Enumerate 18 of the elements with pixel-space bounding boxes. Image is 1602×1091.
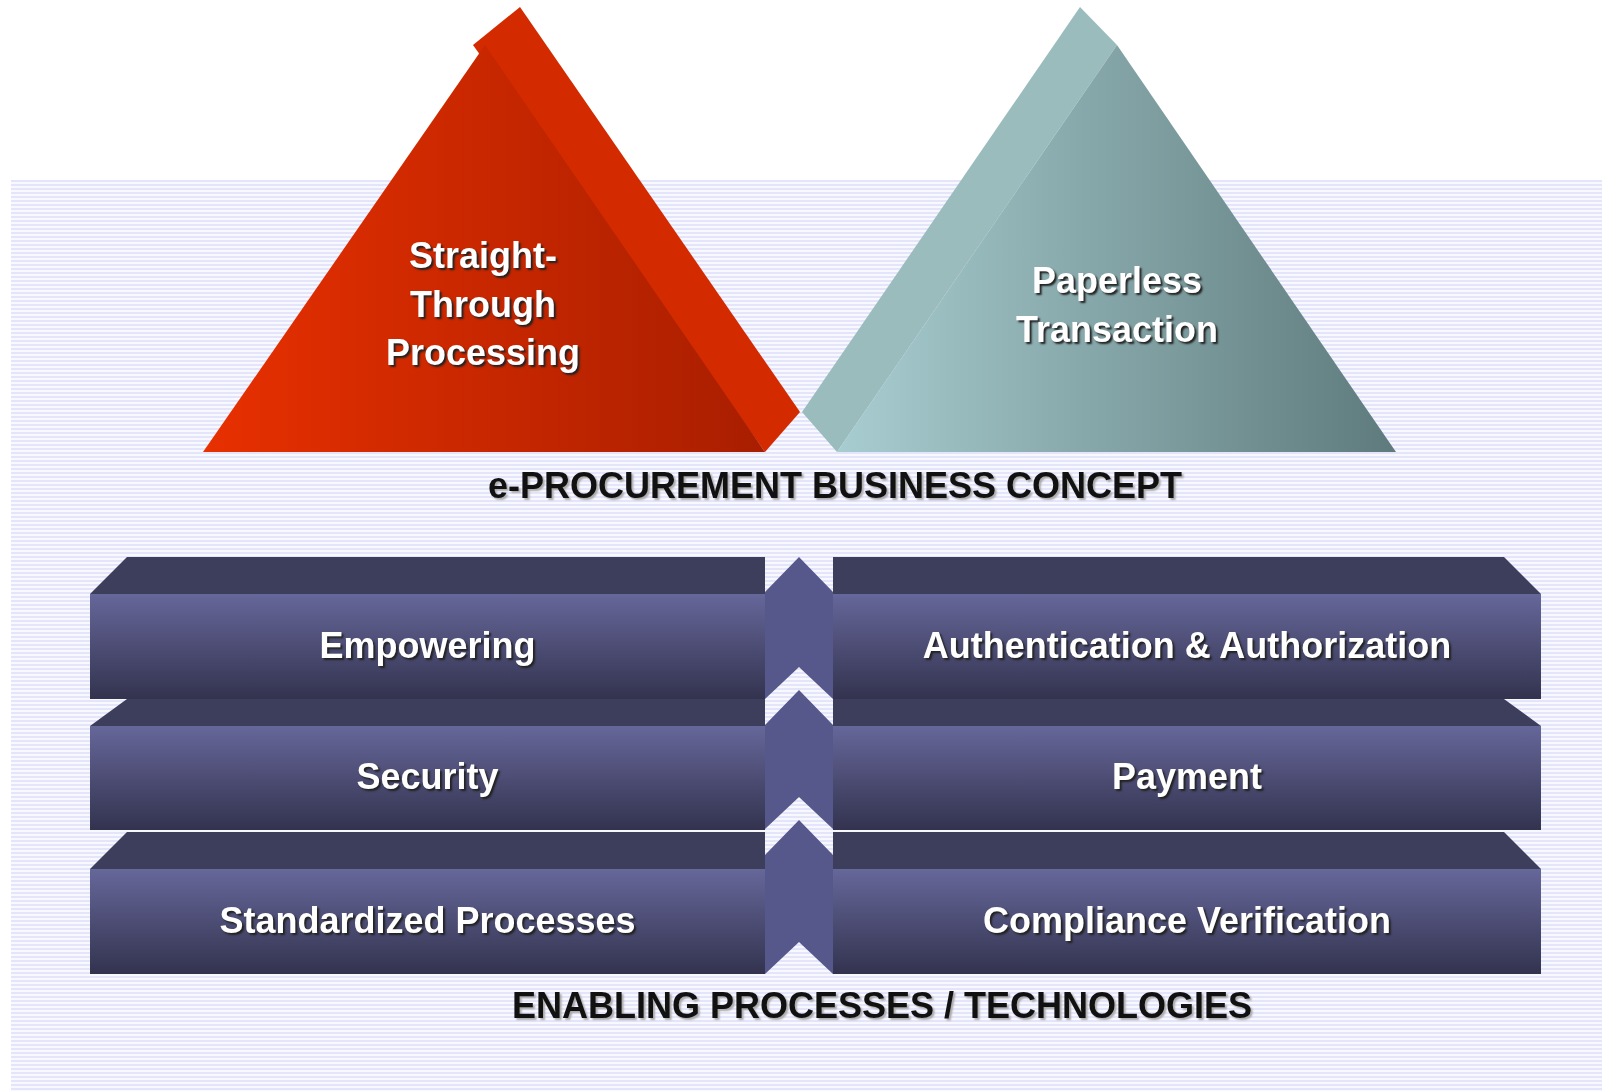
triangle-shape — [203, 7, 800, 452]
layer-bar — [90, 832, 765, 974]
node-label: Authentication & Authorization — [921, 623, 1453, 668]
node-label: Security — [355, 755, 500, 799]
section-heading: ENABLING PROCESSES / TECHNOLOGIES — [511, 985, 1253, 1027]
node-label: Straight-Through Processing — [384, 234, 582, 376]
triangle-shape — [802, 7, 1396, 452]
layer-bar — [833, 699, 1541, 830]
layer-bar — [833, 557, 1541, 699]
layer-bar — [90, 557, 765, 699]
node-label: Standardized Processes — [218, 898, 637, 943]
layer-bar — [833, 832, 1541, 974]
layer-bar — [90, 699, 765, 830]
node-label: Payment — [1110, 755, 1264, 799]
node-label: Empowering — [318, 623, 537, 668]
node-label: Compliance Verification — [981, 898, 1393, 943]
section-heading: e-PROCUREMENT BUSINESS CONCEPT — [487, 465, 1183, 507]
node-label: Paperless Transaction — [1014, 259, 1220, 352]
